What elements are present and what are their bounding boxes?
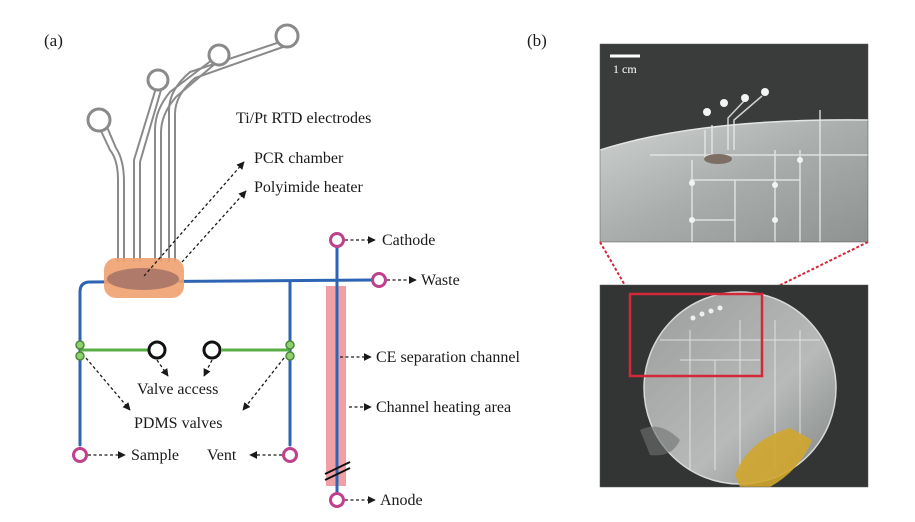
scale-bar-label: 1 cm <box>613 62 637 76</box>
electrode-pad <box>86 107 112 133</box>
waste-port <box>371 272 387 288</box>
label-vent: Vent <box>207 447 237 464</box>
label-electrodes: Ti/Pt RTD electrodes <box>236 110 371 127</box>
channel-break-mark <box>324 461 351 481</box>
panel-label-b: (b) <box>527 31 547 50</box>
label-anode: Anode <box>380 492 423 509</box>
annotation-arrows <box>85 161 417 504</box>
photo-magnified-view: 1 cm <box>600 44 868 242</box>
label-polyimide-heater: Polyimide heater <box>254 179 364 196</box>
vent-port <box>282 447 298 463</box>
label-valve-access: Valve access <box>137 381 218 398</box>
pcr-chamber <box>107 268 179 290</box>
photo-full-wafer <box>600 285 868 487</box>
label-ce-separation-channel: CE separation channel <box>376 349 521 366</box>
electrode-pad <box>146 68 170 92</box>
zoom-region-box <box>628 292 764 378</box>
label-channel-heating-area: Channel heating area <box>376 399 511 416</box>
label-pcr-chamber: PCR chamber <box>254 150 344 167</box>
label-waste: Waste <box>421 272 460 289</box>
electrode-pad <box>207 43 231 67</box>
microchannels <box>78 244 374 495</box>
cathode-port <box>329 232 345 248</box>
panel-label-a: (a) <box>44 31 63 50</box>
pdms-valve-markers <box>75 340 295 361</box>
rtd-electrodes <box>100 41 284 262</box>
label-pdms-valves: PDMS valves <box>134 415 222 432</box>
electrode-pad <box>274 23 300 49</box>
valve-access-ports <box>147 340 222 360</box>
polyimide-heater-photo <box>735 428 812 487</box>
label-cathode: Cathode <box>382 232 435 249</box>
valve-access-port <box>147 340 167 360</box>
sample-port <box>72 447 88 463</box>
label-sample: Sample <box>131 447 179 464</box>
anode-port <box>329 492 345 508</box>
valve-access-port <box>202 340 222 360</box>
reservoir-ports <box>72 232 387 508</box>
electrode-pads <box>86 23 300 133</box>
